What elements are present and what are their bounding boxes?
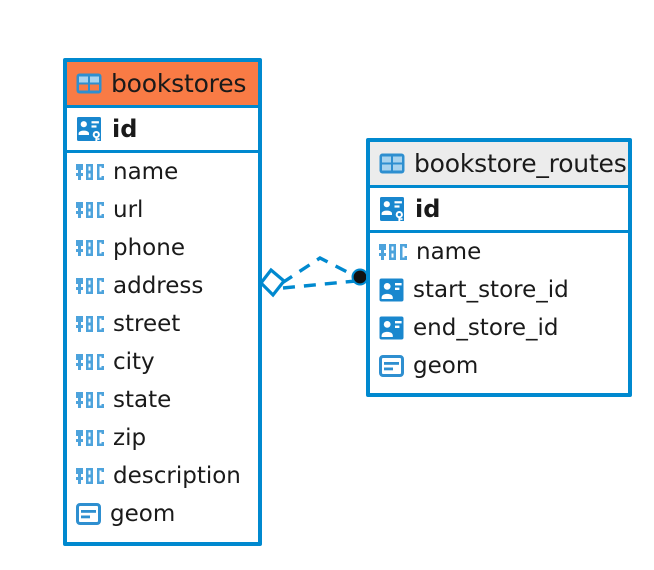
table-icon [76,73,102,94]
field-row-name[interactable]: name [67,153,258,191]
field-row-routes-name[interactable]: name [370,233,628,271]
abc-text-icon [76,392,104,408]
field-label-city: city [113,349,155,375]
field-label-routes-name: name [416,239,482,265]
field-label-state: state [113,387,172,413]
field-label-address: address [113,273,204,299]
field-row-routes-id[interactable]: id [370,188,628,233]
field-label-routes-id: id [415,195,441,223]
field-row-geom[interactable]: geom [67,495,258,533]
abc-text-icon [76,316,104,332]
field-row-phone[interactable]: phone [67,229,258,267]
field-row-city[interactable]: city [67,343,258,381]
field-row-zip[interactable]: zip [67,419,258,457]
entity-header-bookstores[interactable]: bookstores [67,62,258,108]
primary-key-icon [76,116,103,143]
field-row-address[interactable]: address [67,267,258,305]
field-row-routes-geom[interactable]: geom [370,347,628,385]
field-row-start-store-id[interactable]: start_store_id [370,271,628,309]
relationship-circle-endpoint [353,270,367,284]
field-row-id[interactable]: id [67,108,258,153]
abc-text-icon [76,164,104,180]
field-label-url: url [113,197,144,223]
geometry-icon [379,355,404,377]
geometry-icon [76,503,101,525]
field-label-zip: zip [113,425,147,451]
relationship-line-lower [282,279,357,290]
entity-title-bookstore-routes: bookstore_routes [414,149,627,178]
field-label-name: name [113,159,179,185]
entity-bookstore-routes[interactable]: bookstore_routes id [366,138,632,397]
table-icon [379,153,405,174]
relationship-diamond-endpoint [258,267,287,298]
foreign-key-icon [379,278,404,302]
field-row-url[interactable]: url [67,191,258,229]
field-label-end-store-id: end_store_id [413,315,559,341]
abc-text-icon [379,244,407,260]
abc-text-icon [76,468,104,484]
relationship-line-upper [281,256,358,285]
field-label-description: description [113,463,241,489]
abc-text-icon [76,430,104,446]
field-row-description[interactable]: description [67,457,258,495]
primary-key-icon [379,196,406,223]
field-row-state[interactable]: state [67,381,258,419]
field-row-street[interactable]: street [67,305,258,343]
abc-text-icon [76,278,104,294]
field-label-phone: phone [113,235,185,261]
abc-text-icon [76,354,104,370]
entity-bookstores[interactable]: bookstores id [63,58,262,546]
entity-title-bookstores: bookstores [111,69,247,98]
abc-text-icon [76,202,104,218]
field-label-id: id [112,115,138,143]
abc-text-icon [76,240,104,256]
field-label-routes-geom: geom [413,353,479,379]
field-label-geom: geom [110,501,176,527]
field-row-end-store-id[interactable]: end_store_id [370,309,628,347]
field-label-street: street [113,311,181,337]
foreign-key-icon [379,316,404,340]
entity-header-bookstore-routes[interactable]: bookstore_routes [370,142,628,188]
field-label-start-store-id: start_store_id [413,277,569,303]
